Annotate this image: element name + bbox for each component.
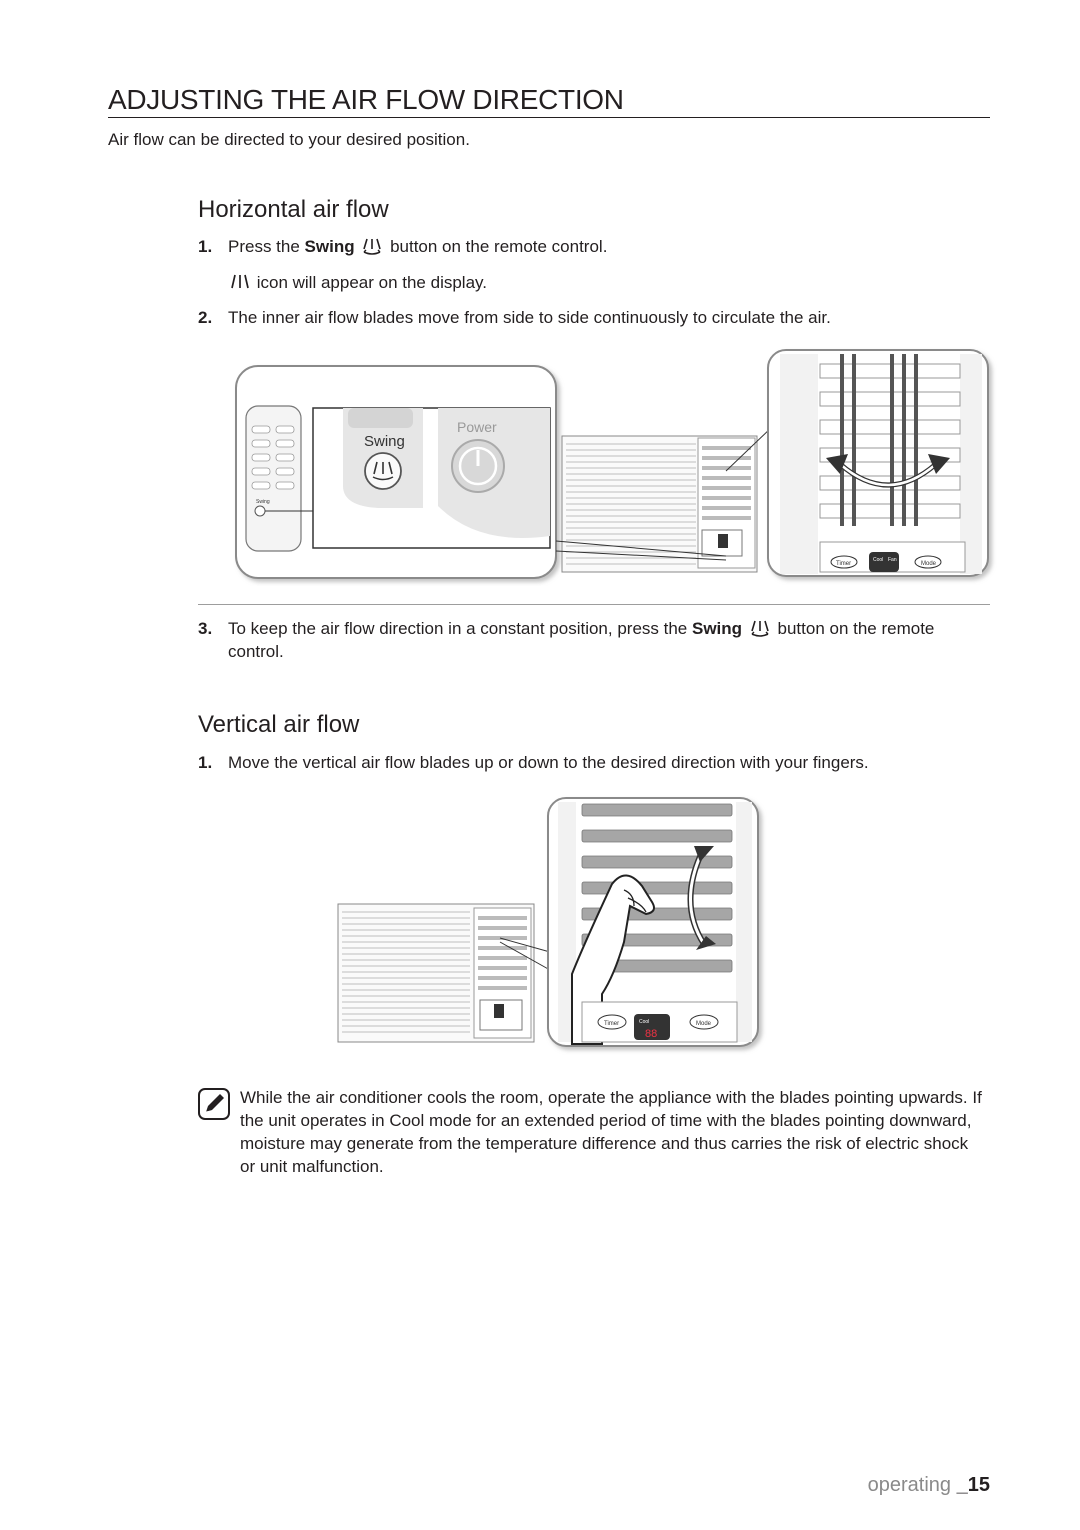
svg-text:Mode: Mode — [696, 1021, 712, 1027]
step-2-horizontal: 2. The inner air flow blades move from s… — [198, 306, 831, 329]
step-number: 2. — [198, 308, 213, 327]
section-heading-horizontal: Horizontal air flow — [198, 196, 389, 223]
svg-text:Mode: Mode — [921, 561, 937, 567]
air-conditioner-unit — [561, 435, 758, 573]
step-1-sub: icon will appear on the display. — [198, 271, 487, 294]
svg-text:88: 88 — [645, 1028, 657, 1040]
swing-label: Swing — [304, 237, 355, 256]
horizontal-airflow-figure: Swing Swing Power — [235, 349, 989, 579]
svg-text:Power: Power — [457, 419, 497, 435]
note-text: While the air conditioner cools the room… — [240, 1088, 982, 1176]
step-1-vertical: 1. Move the vertical air flow blades up … — [198, 751, 869, 774]
svg-text:Cool: Cool — [639, 1019, 649, 1025]
section-heading-vertical: Vertical air flow — [198, 711, 360, 738]
step-text: Press the — [228, 237, 305, 256]
title-rule — [108, 117, 990, 118]
page-footer: operating _15 — [868, 1474, 990, 1497]
page-title: ADJUSTING THE AIR FLOW DIRECTION — [108, 84, 624, 115]
footer-page-number: _15 — [956, 1474, 990, 1496]
footer-section: operating — [867, 1474, 957, 1496]
swing-icon — [363, 238, 382, 255]
vertical-airflow-figure: Timer Cool 88 Mode — [337, 797, 759, 1047]
step-text: button on the remote control. — [228, 619, 935, 661]
svg-text:Timer: Timer — [836, 561, 851, 567]
swing-icon — [751, 620, 769, 637]
swing-display-icon — [231, 274, 249, 289]
step-text: Move the vertical air flow blades up or … — [228, 753, 869, 772]
svg-text:Timer: Timer — [604, 1021, 619, 1027]
step-text: The inner air flow blades move from side… — [228, 308, 831, 327]
step-3-horizontal: 3. To keep the air flow direction in a c… — [198, 617, 990, 663]
air-conditioner-unit — [337, 903, 535, 1043]
svg-text:Swing: Swing — [256, 499, 270, 505]
intro-text: Air flow can be directed to your desired… — [108, 130, 470, 149]
note-pencil-icon — [198, 1088, 230, 1120]
swing-label: Swing — [691, 619, 743, 638]
step-text: button on the remote control. — [385, 237, 608, 256]
step-1-horizontal: 1. Press the Swing button on the remote … — [198, 235, 607, 258]
svg-text:Cool: Cool — [873, 557, 883, 563]
step-text: icon will appear on the display. — [252, 273, 487, 292]
remote-control: Swing — [245, 405, 313, 552]
separator-rule — [198, 604, 990, 605]
step-number: 3. — [198, 619, 213, 638]
step-number: 1. — [198, 753, 213, 772]
step-number: 1. — [198, 237, 213, 256]
svg-text:Swing: Swing — [364, 433, 405, 450]
step-text: To keep the air flow direction in a cons… — [228, 619, 692, 638]
svg-text:Fan: Fan — [888, 557, 897, 563]
